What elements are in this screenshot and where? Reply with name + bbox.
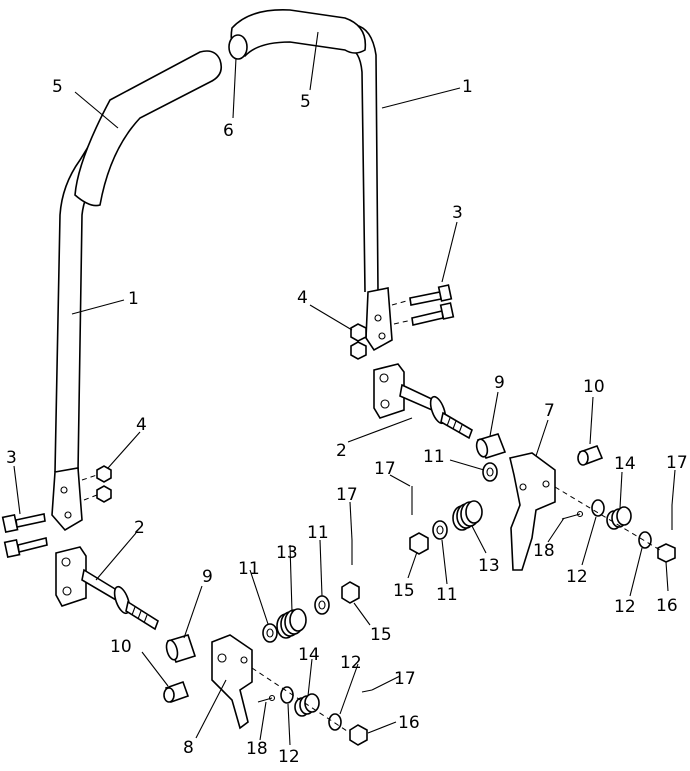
- washer-12d: [328, 713, 342, 731]
- callout-10: 10: [110, 637, 132, 657]
- callout-11: 11: [423, 447, 445, 467]
- castle-nut-16b: [349, 724, 368, 746]
- callout-12: 12: [614, 597, 636, 617]
- right-nuts: [350, 323, 367, 360]
- pin-17d: [361, 689, 373, 693]
- callout-3: 3: [452, 203, 463, 223]
- right-spacer: [475, 433, 507, 459]
- callout-2: 2: [336, 441, 347, 461]
- callout-9: 9: [202, 567, 213, 587]
- callout-4: 4: [136, 415, 147, 435]
- washer-12: [591, 499, 605, 517]
- left-cap-10: [163, 680, 190, 704]
- right-bracket-7: [509, 452, 556, 571]
- callout-14: 14: [614, 454, 636, 474]
- leader-lines: [13, 31, 676, 746]
- callout-6: 6: [223, 121, 234, 141]
- right-bar-grip: [228, 9, 367, 60]
- callout-17: 17: [666, 453, 688, 473]
- callout-7: 7: [544, 401, 555, 421]
- callout-13: 13: [478, 556, 500, 576]
- left-bracket-8: [211, 634, 253, 730]
- callout-12: 12: [340, 653, 362, 673]
- callout-11: 11: [436, 585, 458, 605]
- callout-3: 3: [6, 448, 17, 468]
- callout-8: 8: [183, 738, 194, 758]
- nut-15b: [341, 581, 360, 604]
- callout-11: 11: [307, 523, 329, 543]
- washer-11c: [262, 623, 278, 643]
- callout-2: 2: [134, 518, 145, 538]
- nut-15: [409, 532, 429, 555]
- callout-13: 13: [276, 543, 298, 563]
- callout-17: 17: [394, 669, 416, 689]
- right-pivot-pin: [373, 363, 473, 440]
- pin-18: [561, 513, 581, 520]
- callout-1: 1: [128, 289, 139, 309]
- callout-17: 17: [336, 485, 358, 505]
- left-bolts: [1, 513, 48, 559]
- washer-11: [482, 462, 498, 482]
- callout-10: 10: [583, 377, 605, 397]
- callout-5: 5: [300, 92, 311, 112]
- castle-nut-16: [657, 543, 676, 563]
- callout-18: 18: [246, 739, 268, 759]
- washer-12c: [280, 686, 294, 704]
- spring-14b: [294, 693, 320, 717]
- callout-12: 12: [278, 747, 300, 767]
- callout-17: 17: [374, 459, 396, 479]
- callout-9: 9: [494, 373, 505, 393]
- right-cap-10: [577, 444, 604, 466]
- left-hardware: [251, 540, 373, 746]
- right-bar-tube: [347, 24, 379, 293]
- callout-11: 11: [238, 559, 260, 579]
- callout-5: 5: [52, 77, 63, 97]
- spring-13: [452, 500, 483, 531]
- end-cap-6: [228, 34, 248, 60]
- washer-12b: [638, 531, 652, 549]
- callout-16: 16: [398, 713, 420, 733]
- washer-11d: [314, 595, 330, 615]
- right-hardware: [409, 462, 676, 563]
- callout-12: 12: [566, 567, 588, 587]
- left-spacer: [165, 634, 197, 663]
- callout-1: 1: [462, 77, 473, 97]
- callout-15: 15: [393, 581, 415, 601]
- callout-18: 18: [533, 541, 555, 561]
- callout-4: 4: [297, 288, 308, 308]
- right-bolts: [391, 284, 455, 326]
- spring-14: [606, 506, 632, 530]
- washer-11b: [432, 520, 448, 540]
- callout-labels: 5 6 5 1 1 3 4 3 4 2 9 7 10 11 17 14 17 1…: [6, 77, 688, 767]
- right-bar-foot: [365, 287, 393, 352]
- callout-15: 15: [370, 625, 392, 645]
- left-pivot-pin: [55, 546, 159, 631]
- left-bar-foot: [51, 467, 83, 532]
- left-bar-grip: [74, 50, 223, 207]
- callout-14: 14: [298, 645, 320, 665]
- spring-13b: [276, 608, 307, 639]
- callout-16: 16: [656, 596, 678, 616]
- left-nuts: [81, 465, 112, 503]
